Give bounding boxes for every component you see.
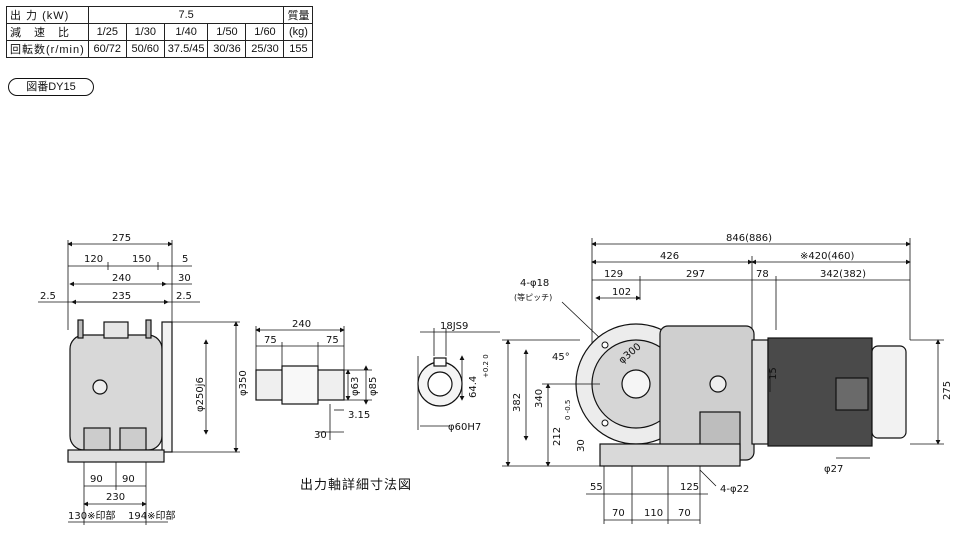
dim-382: 382 xyxy=(512,393,523,412)
shaft-detail-caption: 出力軸詳細寸法図 xyxy=(300,478,413,493)
dim-90-right: 90 xyxy=(122,474,135,485)
terminal-box xyxy=(835,377,869,411)
left-view: 275 120 150 5 240 30 2.5 235 2.5 xyxy=(38,233,249,525)
bolt-hole xyxy=(601,419,609,427)
lifting-lug xyxy=(145,319,152,339)
speed-cell: 30/36 xyxy=(207,40,247,58)
shaft-phi85: φ85 xyxy=(368,377,379,396)
speed-cell: 60/72 xyxy=(87,40,127,58)
motor-fan-cover xyxy=(871,345,907,439)
dim-30: 30 xyxy=(178,273,191,284)
dim-102: 102 xyxy=(612,287,631,298)
dim-70-right: 70 xyxy=(678,508,691,519)
spec-table: 出 力 (kW) 7.5 質量 減 速 比 1/25 1/30 1/40 1/5… xyxy=(6,6,314,58)
ratio-cell: 1/25 xyxy=(87,23,127,41)
dim-129: 129 xyxy=(604,269,623,280)
dim-110: 110 xyxy=(644,508,663,519)
tol-212: 0 -0.5 xyxy=(564,400,572,420)
sight-plug xyxy=(709,375,727,393)
dim-phi250j6: φ250j6 xyxy=(195,377,206,412)
mounting-foot xyxy=(83,427,111,451)
dim-2-5-right: 2.5 xyxy=(176,291,192,302)
mass-value: 155 xyxy=(283,40,314,58)
dim-70-left: 70 xyxy=(612,508,625,519)
dim-30-base: 30 xyxy=(576,439,587,452)
bore-phi60h7: φ60H7 xyxy=(448,422,481,433)
speed-label: 回転数(r/min) xyxy=(6,40,89,58)
dim-55: 55 xyxy=(590,482,603,493)
output-flange xyxy=(161,321,173,453)
keyway xyxy=(433,357,447,367)
dim-342: 342(382) xyxy=(820,269,866,280)
shaft-dim-3-15: 3.15 xyxy=(348,410,370,421)
output-bore xyxy=(621,369,651,399)
dim-78: 78 xyxy=(756,269,769,280)
tol-64-4: +0.2 0 xyxy=(482,354,490,378)
hole-callout-base: 4-φ22 xyxy=(720,484,749,495)
angle-45: 45° xyxy=(552,352,570,363)
dim-194: 194※印部 xyxy=(128,509,175,522)
dim-2-5-left: 2.5 xyxy=(40,291,56,302)
dim-64-4: 64.4 xyxy=(468,376,479,398)
dim-297: 297 xyxy=(686,269,705,280)
bolt-hole xyxy=(601,341,609,349)
right-view: 846(886) 426 ※420(460) 129 297 78 342(38… xyxy=(502,233,953,524)
dim-15: 15 xyxy=(768,367,779,380)
dim-275-motor: 275 xyxy=(942,381,953,400)
dim-125: 125 xyxy=(680,482,699,493)
speed-cell: 50/60 xyxy=(125,40,165,58)
key-width: 18JS9 xyxy=(440,321,468,332)
shaft-dim-240: 240 xyxy=(292,319,311,330)
dim-240: 240 xyxy=(112,273,131,284)
dim-340: 340 xyxy=(534,389,545,408)
oil-plug xyxy=(92,379,108,395)
shaft-end-view: 18JS9 64.4 +0.2 0 φ60H7 xyxy=(417,321,500,433)
shaft-collar xyxy=(281,365,319,405)
dim-426: 426 xyxy=(660,251,679,262)
dim-846: 846(886) xyxy=(726,233,772,244)
dim-235: 235 xyxy=(112,291,131,302)
dim-90-left: 90 xyxy=(90,474,103,485)
mass-unit: (kg) xyxy=(283,23,314,41)
base-plate xyxy=(67,449,165,463)
motor-flange xyxy=(751,339,769,445)
speed-cell: 25/30 xyxy=(245,40,285,58)
figure-number-badge: 図番DY15 xyxy=(8,78,94,96)
hole-note: (等ピッチ) xyxy=(514,292,552,302)
dim-130: 130※印部 xyxy=(68,509,115,522)
mounting-foot xyxy=(119,427,147,451)
lifting-lug xyxy=(77,319,84,339)
shaft-bore-inner xyxy=(427,371,453,397)
dim-212: 212 xyxy=(552,427,563,446)
hole-callout: 4-φ18 xyxy=(520,278,549,289)
dim-phi350: φ350 xyxy=(238,370,249,396)
shaft-dim-30: 30 xyxy=(314,430,327,441)
shaft-phi63: φ63 xyxy=(350,377,361,396)
dim-5: 5 xyxy=(182,254,188,265)
dim-phi27: φ27 xyxy=(824,464,843,475)
dim-230: 230 xyxy=(106,492,125,503)
dim-150: 150 xyxy=(132,254,151,265)
dim-420: ※420(460) xyxy=(800,251,854,262)
dim-120: 120 xyxy=(84,254,103,265)
shaft-dim-75-left: 75 xyxy=(264,335,277,346)
dim-275: 275 xyxy=(112,233,131,244)
gearbox-base xyxy=(599,443,741,467)
shaft-dim-75-right: 75 xyxy=(326,335,339,346)
shaft-detail-view: 240 75 75 φ63 φ85 3.15 30 xyxy=(255,319,379,441)
breather-cap xyxy=(103,321,129,339)
